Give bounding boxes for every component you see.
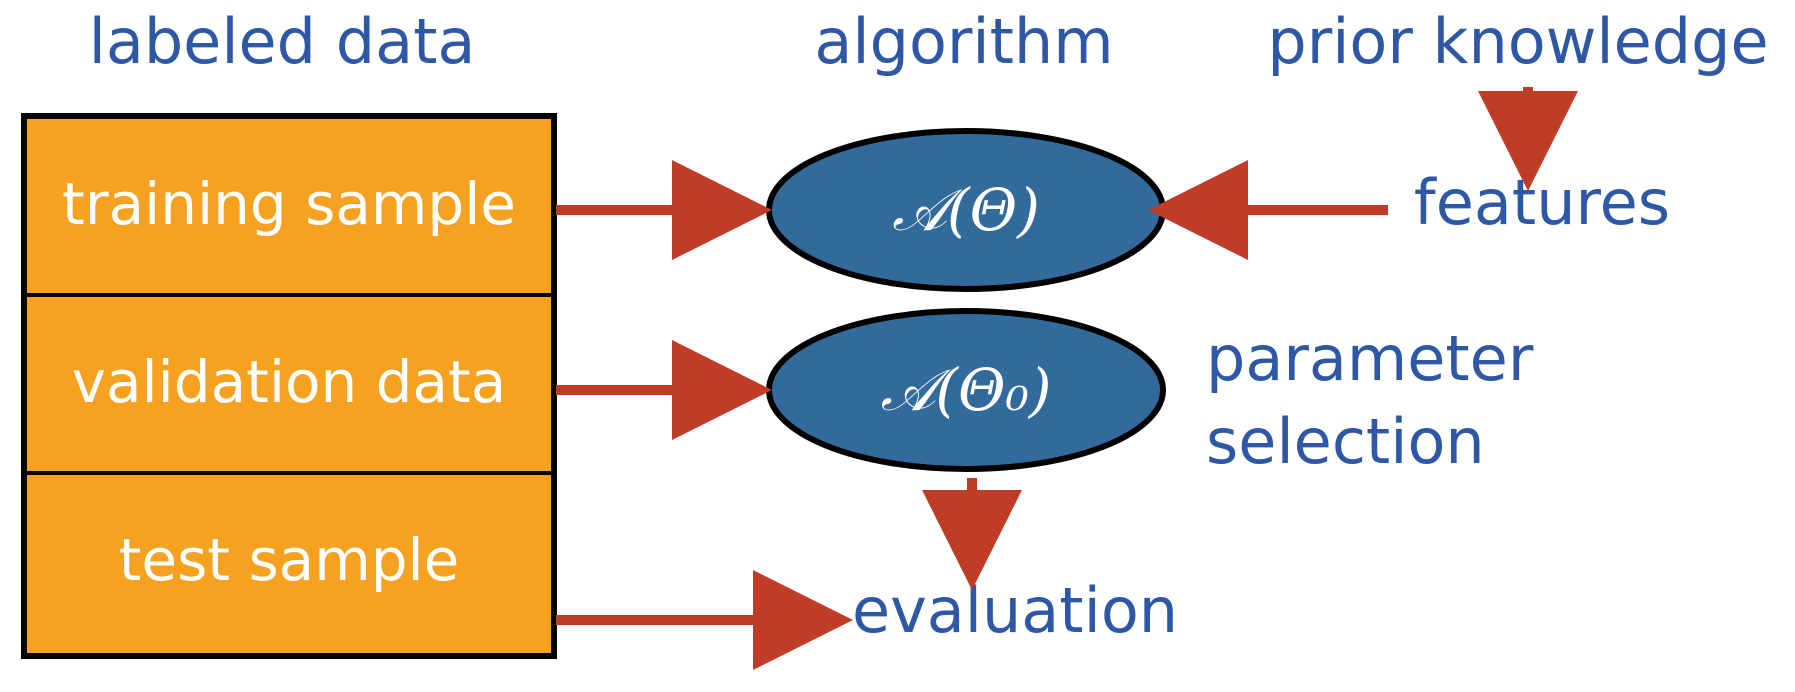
- parameter-selection-label-line1: parameter: [1206, 322, 1534, 395]
- arrows-group: [556, 87, 1578, 670]
- labeled-data-title: labeled data: [89, 5, 476, 78]
- parameter-selection-label-line2: selection: [1206, 405, 1485, 478]
- algorithm-title: algorithm: [814, 5, 1113, 78]
- algorithm-node-label: 𝒜(Θ): [892, 176, 1040, 244]
- features-label: features: [1414, 166, 1670, 239]
- selected-algorithm-node-label: 𝒜(Θ₀): [881, 356, 1052, 424]
- labeled-data-box: [21, 113, 557, 659]
- evaluation-label: evaluation: [852, 574, 1178, 647]
- validation-data-label: validation data: [72, 348, 507, 416]
- test-sample-label: test sample: [119, 526, 460, 594]
- prior-knowledge-title: prior knowledge: [1267, 5, 1768, 78]
- training-sample-label: training sample: [62, 170, 516, 238]
